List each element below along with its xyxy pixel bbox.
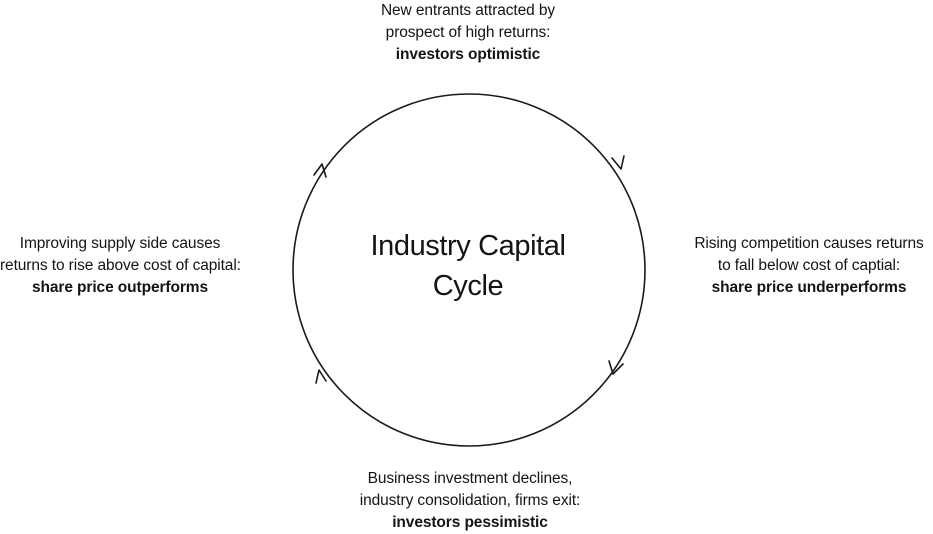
arrow-bottom-left-icon (315, 369, 327, 384)
stage-text: to fall below cost of captial: (717, 257, 901, 274)
stage-investment-declines: Business investment declines, industry c… (315, 468, 625, 534)
stage-text: Improving supply side causes (19, 235, 221, 252)
stage-improving-supply: Improving supply side causes returns to … (0, 233, 241, 299)
title-line: Cycle (432, 270, 504, 302)
stage-text: prospect of high returns: (385, 24, 551, 41)
stage-text: Rising competition causes returns (694, 235, 924, 252)
title-line: Industry Capital (370, 230, 566, 262)
arrow-bottom-right-icon (608, 360, 624, 375)
arrow-top-left-icon (313, 163, 327, 178)
arrow-top-right-icon (611, 155, 625, 170)
stage-outcome: share price underperforms (711, 279, 907, 296)
stage-outcome: investors pessimistic (392, 514, 548, 531)
stage-new-entrants: New entrants attracted by prospect of hi… (318, 0, 618, 66)
stage-text: returns to rise above cost of capital: (0, 257, 241, 274)
stage-outcome: share price outperforms (31, 279, 208, 296)
stage-text: industry consolidation, firms exit: (359, 492, 581, 509)
stage-text: New entrants attracted by (380, 2, 556, 19)
cycle-circle (292, 93, 646, 447)
diagram-title: Industry Capital Cycle (318, 226, 618, 306)
stage-outcome: investors optimistic (395, 46, 541, 63)
stage-text: Business investment declines, (367, 470, 573, 487)
stage-rising-competition: Rising competition causes returns to fal… (668, 233, 933, 299)
